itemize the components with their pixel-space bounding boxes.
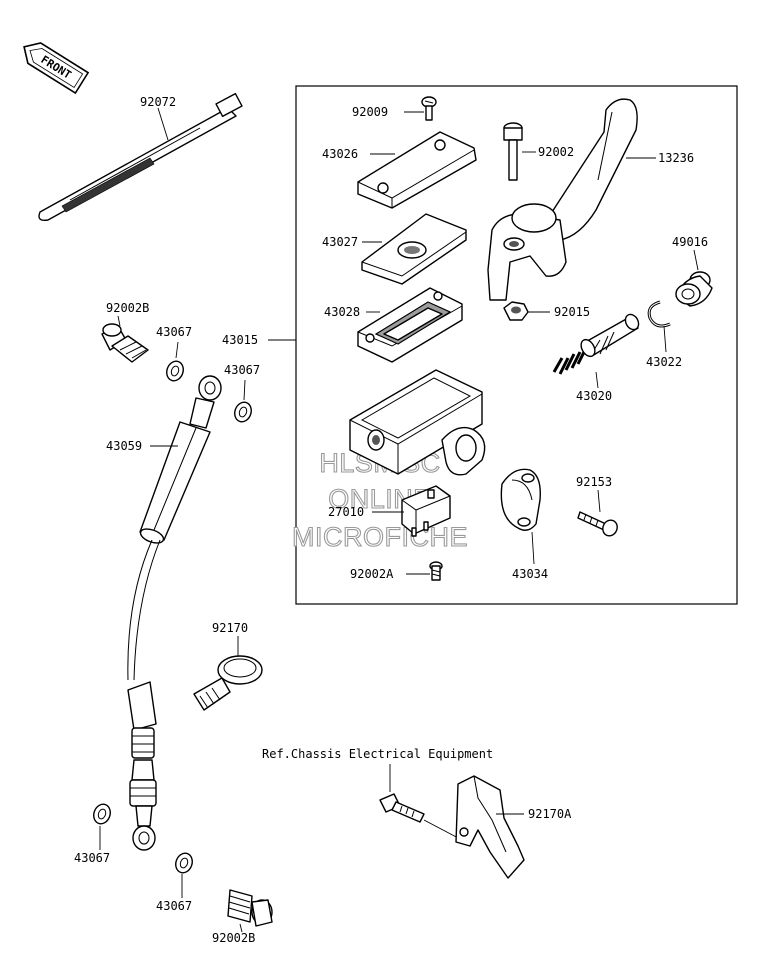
label-43027: 43027: [322, 235, 358, 249]
reference-note: Ref.Chassis Electrical Equipment: [262, 747, 493, 761]
label-43067-c: 43067: [74, 851, 110, 865]
label-49016: 49016: [672, 235, 708, 249]
watermark-line3: MICROFICHE: [292, 522, 468, 552]
part-92015-nut: [503, 301, 550, 321]
label-92002B-top: 92002B: [106, 301, 149, 315]
part-43027-diaphragm-plate: [361, 213, 467, 285]
part-43034-holder-clamp: [500, 468, 541, 565]
label-92002B-bottom: 92002B: [212, 931, 255, 945]
watermark: HLSM'SC ONLINE MICROFICHE: [291, 447, 468, 552]
part-43067-washer-b: [234, 379, 252, 423]
label-92015: 92015: [554, 305, 590, 319]
label-43020: 43020: [576, 389, 612, 403]
label-92002A: 92002A: [350, 567, 394, 581]
label-43022: 43022: [646, 355, 682, 369]
part-43067-washer-d: [175, 852, 193, 898]
part-92153-bolt: [577, 489, 618, 537]
label-13236: 13236: [658, 151, 694, 165]
label-43067-d: 43067: [156, 899, 192, 913]
part-92002-pivot-bolt: [503, 122, 536, 181]
label-43026: 43026: [322, 147, 358, 161]
label-92170A: 92170A: [528, 807, 572, 821]
label-92072: 92072: [140, 95, 176, 109]
part-92170A-bracket: [379, 764, 525, 879]
label-43028: 43028: [324, 305, 360, 319]
part-43067-washer-c: [93, 803, 111, 850]
part-43020-piston-kit: [552, 313, 640, 389]
label-43015: 43015: [222, 333, 258, 347]
part-92002B-banjo-bolt-upper: [101, 315, 149, 363]
part-43059-brake-hose: [127, 375, 222, 681]
part-49016-bushing: [675, 249, 713, 307]
part-43026-reservoir-cap: [357, 131, 477, 209]
part-92072-cable-tie: [38, 92, 243, 222]
part-43028-seal-plate: [357, 287, 463, 363]
part-43059-lower-fitting: [127, 681, 157, 851]
part-92002A-screw: [406, 561, 443, 581]
front-arrow-icon: FRONT: [23, 42, 90, 95]
label-43067-a: 43067: [156, 325, 192, 339]
part-92009-screw: [404, 96, 437, 121]
part-13236-brake-lever: [487, 98, 656, 301]
label-92170: 92170: [212, 621, 248, 635]
part-92170-hose-clamp: [193, 636, 263, 711]
label-43067-b: 43067: [224, 363, 260, 377]
assembly-box: [295, 85, 738, 605]
part-43067-washer-a: [166, 341, 184, 382]
label-27010: 27010: [328, 505, 364, 519]
part-92002B-banjo-bolt-lower: [227, 889, 273, 933]
label-43059: 43059: [106, 439, 142, 453]
master-cylinder-body: [349, 369, 486, 476]
label-92009: 92009: [352, 105, 388, 119]
label-43034: 43034: [512, 567, 548, 581]
callout-labels: 92072 92009 43026 92002 13236 43027 4901…: [74, 95, 708, 945]
label-92002: 92002: [538, 145, 574, 159]
label-92153: 92153: [576, 475, 612, 489]
part-27010-brake-switch: [372, 485, 451, 537]
part-43022-circlip: [647, 300, 671, 353]
